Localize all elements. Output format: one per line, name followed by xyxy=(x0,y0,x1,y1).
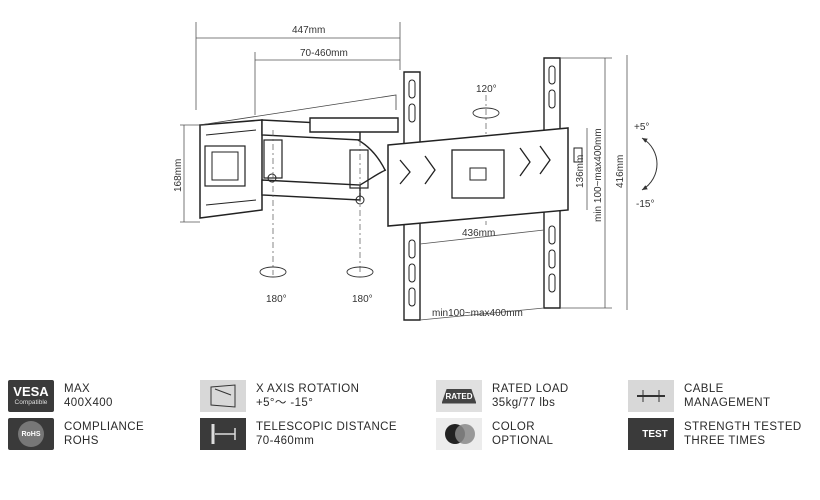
tilt-indicator: +5° -15° xyxy=(634,122,658,210)
dim-plate-height: 136mm xyxy=(575,128,588,210)
dim-rail-height-label: min 100~max400mm xyxy=(593,128,604,222)
dim-rail-width: min100~max400mm xyxy=(419,307,545,321)
cable-management-icon xyxy=(628,380,674,412)
feature-x-axis: X AXIS ROTATION+5°～ -15° xyxy=(200,380,359,412)
dim-telescopic: 70-460mm xyxy=(254,48,400,115)
swing-arms xyxy=(261,117,399,205)
rated-load-icon: RATED xyxy=(436,380,482,412)
telescopic-distance-icon xyxy=(200,418,246,450)
dim-rail-width-label: min100~max400mm xyxy=(432,308,523,319)
rotation-left: 180° xyxy=(259,266,287,305)
rotation-right-label: 180° xyxy=(352,294,373,305)
dim-plate-height-label: 136mm xyxy=(575,155,586,188)
dim-plate-width-label: 436mm xyxy=(462,228,495,239)
dim-arm-height: 168mm xyxy=(173,124,200,223)
x-axis-rotation-icon xyxy=(200,380,246,412)
rotation-top-label: 120° xyxy=(476,84,497,95)
rotation-left-label: 180° xyxy=(266,294,287,305)
color-optional-icon xyxy=(436,418,482,450)
dim-arm-height-label: 168mm xyxy=(173,159,184,192)
tv-plate xyxy=(387,127,583,227)
vesa-badge-icon: VESA Compatible xyxy=(8,380,54,412)
dim-plate-width: 436mm xyxy=(419,228,545,245)
rotation-right: 180° xyxy=(346,266,374,305)
rohs-badge-icon: RoHS xyxy=(8,418,54,450)
mount-diagram: 447mm 70-460mm 168mm 180° xyxy=(173,22,658,321)
dim-overall-width-label: 447mm xyxy=(292,25,325,36)
dim-total-height: 416mm xyxy=(615,55,628,310)
rotation-top: 120° xyxy=(472,84,500,119)
dim-overall-width: 447mm xyxy=(195,22,401,110)
tilt-up-label: +5° xyxy=(634,122,649,133)
dim-telescopic-label: 70-460mm xyxy=(300,48,348,59)
strength-test-icon: TEST xyxy=(628,418,674,450)
dim-rail-height: min 100~max400mm xyxy=(560,57,612,309)
wall-plate xyxy=(199,94,397,219)
tilt-down-label: -15° xyxy=(636,199,654,210)
dim-total-height-label: 416mm xyxy=(615,155,626,188)
